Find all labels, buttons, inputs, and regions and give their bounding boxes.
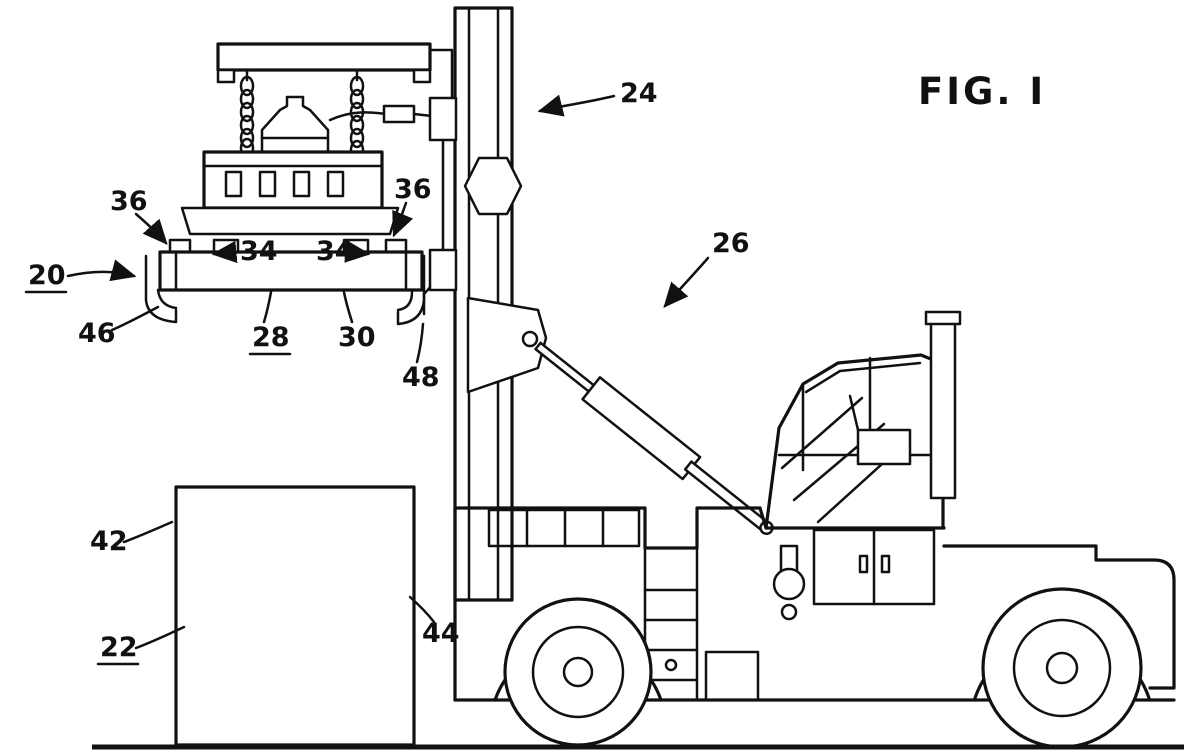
underbody-box [704, 650, 760, 702]
front-wheel [503, 597, 653, 747]
leader-44 [408, 595, 436, 624]
ref-label-22: 22 [100, 632, 138, 663]
mast-roller-bracket-upper [463, 156, 523, 216]
mounting-pad-left [212, 238, 240, 254]
operator-cab [764, 353, 945, 530]
reference-numerals: 20 22 24 26 28 30 34 34 36 36 42 44 46 4… [24, 70, 1046, 666]
ref-label-36-right: 36 [394, 174, 432, 205]
ref-label-42: 42 [90, 526, 128, 557]
hook-left [144, 254, 178, 324]
leader-34-right [344, 240, 371, 263]
leader-28 [262, 290, 273, 324]
cylinder-pivot-pin [521, 330, 539, 348]
leader-36-right [392, 201, 414, 238]
figure-title: FIG. I [918, 70, 1046, 113]
ref-label-34-right: 34 [316, 236, 354, 267]
ref-label-26: 26 [712, 228, 750, 259]
load-container [174, 485, 416, 747]
lower-lifting-beam [158, 250, 424, 292]
leader-lines [66, 94, 710, 650]
seat [856, 428, 912, 466]
leader-36-left [134, 212, 168, 245]
spreader-beam [216, 42, 454, 102]
leader-26 [663, 256, 710, 308]
lifting-attachment [144, 42, 458, 326]
ref-label-48: 48 [402, 362, 440, 393]
leader-24 [537, 94, 616, 117]
ref-label-20: 20 [28, 260, 66, 291]
side-cabinet [812, 528, 936, 606]
ref-label-28: 28 [252, 322, 290, 353]
front-handrail [487, 508, 641, 548]
exhaust-stack [924, 310, 962, 500]
ref-label-34-left: 34 [240, 236, 278, 267]
ref-label-46: 46 [78, 318, 116, 349]
lifting-eye [260, 95, 330, 154]
ref-label-24: 24 [620, 78, 658, 109]
access-ladder [643, 546, 699, 702]
ref-label-30: 30 [338, 322, 376, 353]
leader-34-left [211, 240, 238, 264]
ref-label-36-left: 36 [110, 186, 148, 217]
leader-30 [342, 290, 354, 324]
ref-label-44: 44 [422, 618, 460, 649]
leader-48 [415, 322, 425, 364]
hydraulic-hose [328, 96, 458, 316]
hoist-cylinder [534, 341, 774, 536]
leader-20 [66, 259, 137, 282]
hitch-fitting [772, 544, 806, 621]
rear-wheel [981, 587, 1143, 749]
leader-22 [134, 625, 186, 650]
leader-42 [122, 520, 174, 544]
attachment-upper-body [180, 150, 400, 236]
rear-hood [942, 544, 1176, 690]
chain-left [239, 68, 255, 159]
leader-46 [110, 305, 160, 332]
hook-right [396, 254, 426, 326]
